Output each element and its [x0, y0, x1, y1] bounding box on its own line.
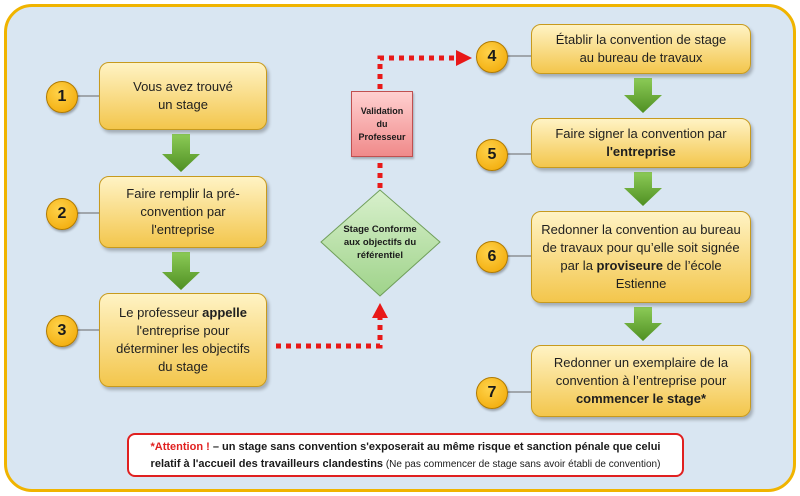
step-5-bold: l'entreprise: [606, 144, 676, 159]
arrow-4-5: [624, 78, 662, 113]
validation-box: Validation du Professeur: [351, 91, 413, 157]
attention-label: *Attention !: [150, 441, 210, 453]
attention-notice: *Attention ! – un stage sans convention …: [127, 433, 684, 477]
step-box-6: Redonner la convention au bureau de trav…: [531, 211, 751, 303]
attention-text: – un stage sans convention s'exposerait …: [150, 441, 661, 470]
step-6-bold: proviseure: [596, 258, 664, 273]
dotted-path-3-to-decision: [276, 316, 383, 349]
step-box-1: Vous avez trouvé un stage: [99, 62, 267, 130]
step-6-text: Redonner la convention au bureau de trav…: [541, 222, 741, 291]
validation-text: Validation du Professeur: [358, 105, 406, 142]
step-7-bold: commencer le stage*: [575, 391, 707, 406]
step-number-4: 4: [476, 41, 508, 73]
step-box-2: Faire remplir la pré-convention par l'en…: [99, 176, 267, 248]
step-number-6: 6: [476, 241, 508, 273]
step-number-2: 2: [46, 198, 78, 230]
step-number-7: 7: [476, 377, 508, 409]
step-1-text: Vous avez trouvé un stage: [133, 79, 233, 112]
step-7-text: Redonner un exemplaire de la convention …: [553, 355, 729, 406]
dotted-arrowhead-right: [456, 50, 472, 66]
step-5-text: Faire signer la convention par l'entrepr…: [555, 126, 727, 159]
arrow-2-3: [162, 252, 200, 290]
arrow-5-6: [624, 172, 662, 206]
step-box-7: Redonner un exemplaire de la convention …: [531, 345, 751, 417]
step-4-text: Établir la convention de stage au bureau…: [555, 32, 727, 65]
step-number-1: 1: [46, 81, 78, 113]
step-2-text: Faire remplir la pré-convention par l'en…: [126, 186, 240, 237]
arrow-6-7: [624, 307, 662, 341]
dotted-path-validation-to-4: [377, 55, 458, 89]
step-box-4: Établir la convention de stage au bureau…: [531, 24, 751, 74]
arrow-1-2: [162, 134, 200, 172]
step-box-5: Faire signer la convention par l'entrepr…: [531, 118, 751, 168]
step-number-3: 3: [46, 315, 78, 347]
attention-note: (Ne pas commencer de stage sans avoir ét…: [383, 459, 661, 470]
decision-text: Stage Conforme aux objectifs du référent…: [343, 223, 417, 261]
step-3-bold: appelle: [202, 305, 247, 320]
decision-diamond: [320, 189, 441, 297]
step-box-3: Le professeur appelle l'entreprise pour …: [99, 293, 267, 387]
step-3-text: Le professeur appelle l'entreprise pour …: [116, 305, 250, 374]
dotted-arrowhead-up: [372, 303, 388, 318]
step-number-5: 5: [476, 139, 508, 171]
